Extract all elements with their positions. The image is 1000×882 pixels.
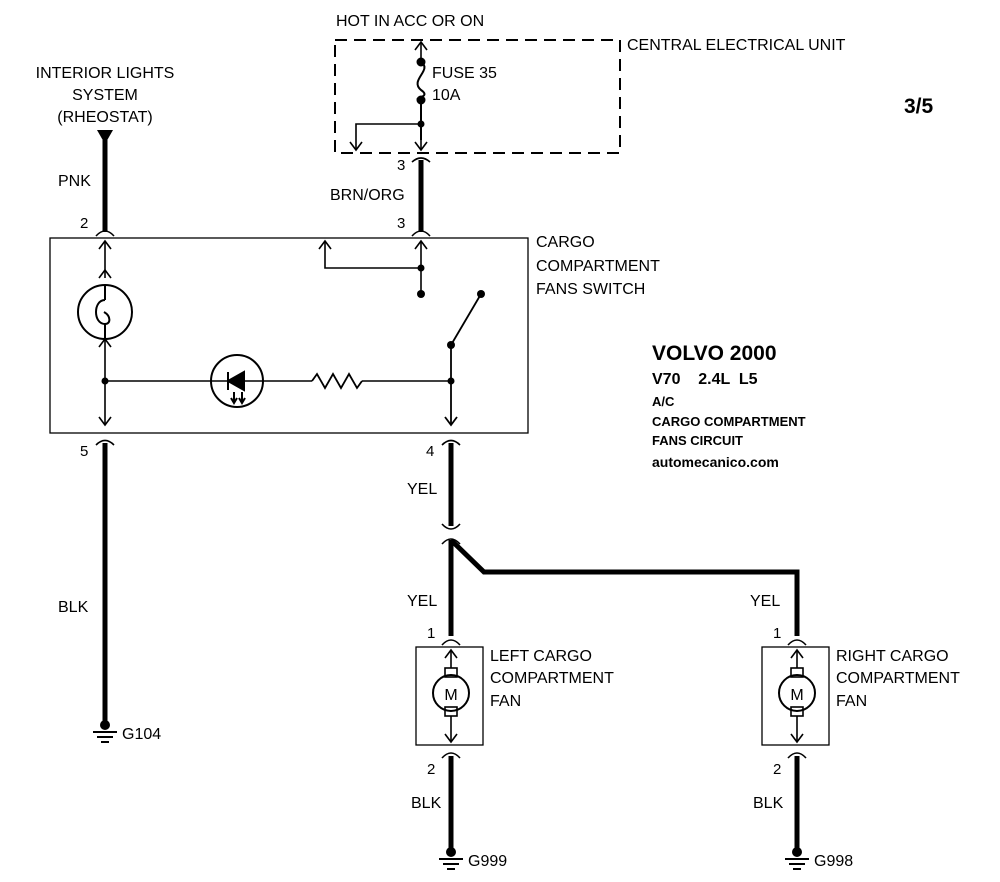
cu-internal-branch [349,120,425,152]
switch-pin-output-connector [441,439,461,446]
wire-yel-right [449,538,800,636]
right-fan-box [761,646,830,746]
interior-lights-line2: SYSTEM [72,87,138,104]
ground-label-g998: G998 [814,853,853,870]
wire-label-pnk: PNK [58,173,91,190]
wire-label-blk-left: BLK [411,795,442,812]
right-fan-pin-out-connector [787,752,807,759]
ground-symbol-g104 [93,720,117,743]
switch-pin-ground-connector [95,439,115,446]
left-fan-label-line3: FAN [490,693,521,710]
title-make: VOLVO 2000 [652,342,777,365]
left-fan-pin-out-connector [441,752,461,759]
wire-label-yel-left: YEL [407,593,437,610]
inline-connector [441,523,461,545]
right-fan-label-line1: RIGHT CARGO [836,648,949,665]
title-system: A/C [652,394,675,409]
fans-switch-contact [444,290,485,427]
ground-symbol-g998 [785,847,809,870]
central-electrical-unit-label: CENTRAL ELECTRICAL UNIT [627,37,846,54]
left-fan-box [415,646,484,746]
left-fan-pin-in: 1 [427,625,435,642]
power-source-label: HOT IN ACC OR ON [336,13,484,30]
right-fan-motor-icon [778,674,816,712]
switch-pin-output: 4 [426,443,434,460]
switch-pin-pnk: 2 [80,215,88,232]
right-fan-pin-out: 2 [773,761,781,778]
switch-pin-pnk-connector [95,230,115,237]
switch-label-line3: FANS SWITCH [536,281,645,298]
right-fan-motor-label: M [790,687,803,704]
interior-lights-line1: INTERIOR LIGHTS [36,65,175,82]
fuse-input-arrow [414,40,428,60]
central-electrical-unit-box [334,39,621,154]
wire-label-blk-switch: BLK [58,599,89,616]
left-fan-pin-in-connector [441,639,461,646]
left-fan-motor-icon [432,674,470,712]
right-fan-label-line2: COMPARTMENT [836,670,960,687]
wire-label-brn-org: BRN/ORG [330,187,405,204]
switch-pin-feed: 3 [397,215,405,232]
right-fan-internal [790,648,804,744]
illumination-bulb-icon [77,284,133,340]
switch-label-line1: CARGO [536,234,595,251]
interior-source-arrow [97,130,113,144]
page-number: 3/5 [904,95,934,118]
switch-label-line2: COMPARTMENT [536,258,660,275]
lamp-branch-lower [98,337,112,427]
left-fan-internal [444,648,458,744]
wire-label-yel-right: YEL [750,593,780,610]
fans-switch-box [49,237,529,434]
title-circuit-line2: FANS CIRCUIT [652,433,743,448]
right-fan-label-line3: FAN [836,693,867,710]
switch-pin-feed-connector [411,230,431,237]
wire-label-blk-right: BLK [753,795,784,812]
ground-label-g104: G104 [122,726,161,743]
wire-label-yel-main: YEL [407,481,437,498]
right-fan-pin-in: 1 [773,625,781,642]
ground-label-g999: G999 [468,853,507,870]
switch-feed-branch [318,239,428,298]
fuse-rating: 10A [432,87,461,104]
interior-lights-line3: (RHEOSTAT) [57,109,152,126]
title-website: automecanico.com [652,454,779,470]
indicator-led-icon [210,354,264,408]
switch-pin-ground: 5 [80,443,88,460]
ground-symbol-g999 [439,847,463,870]
lamp-branch [98,239,112,279]
cu-output-arrow [414,124,428,152]
left-fan-label-line2: COMPARTMENT [490,670,614,687]
left-fan-motor-label: M [444,687,457,704]
left-fan-label-line1: LEFT CARGO [490,648,592,665]
title-circuit-line1: CARGO COMPARTMENT [652,414,806,429]
right-fan-pin-in-connector [787,639,807,646]
resistor-icon [311,372,363,390]
cu-connector [411,157,431,163]
fuse-name: FUSE 35 [432,65,497,82]
title-model: V70 2.4L L5 [652,371,758,388]
cu-pin-label: 3 [397,157,405,174]
left-fan-pin-out: 2 [427,761,435,778]
